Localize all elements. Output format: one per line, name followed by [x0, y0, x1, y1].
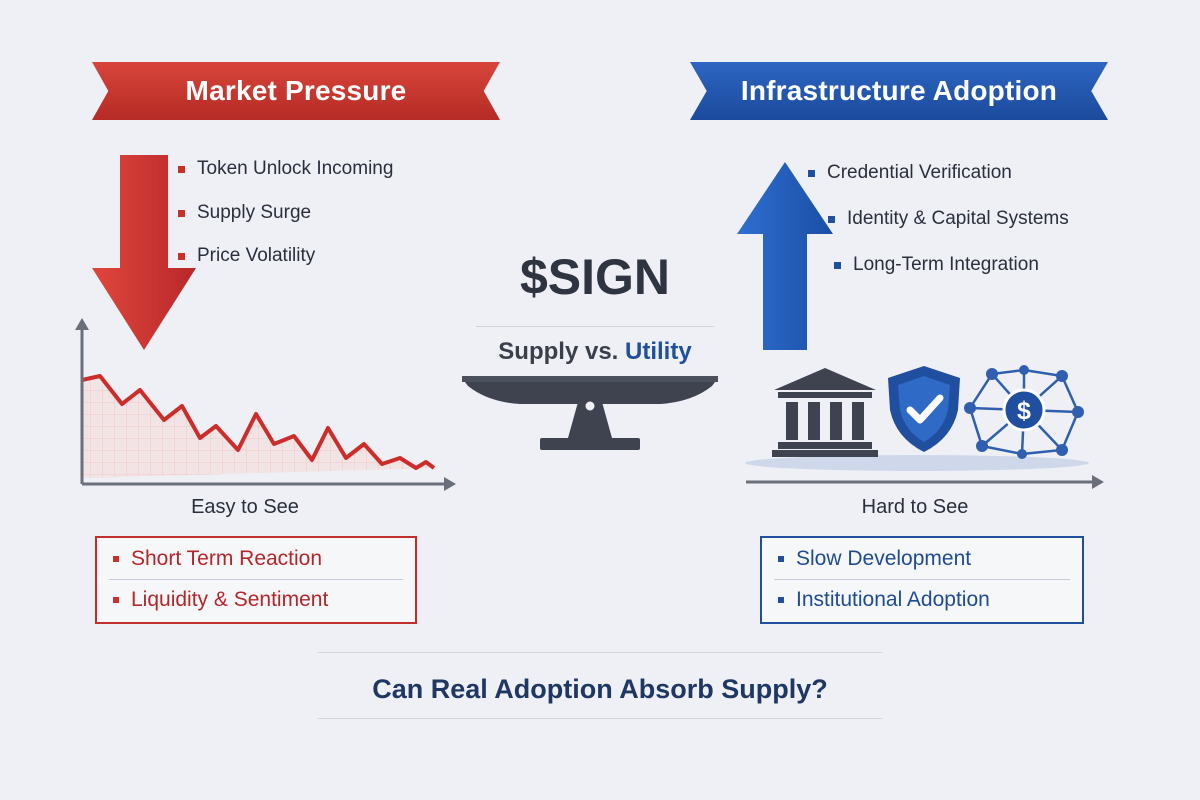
infrastructure-adoption-banner: Infrastructure Adoption [690, 62, 1108, 120]
svg-text:$: $ [1017, 397, 1031, 425]
divider [318, 652, 882, 653]
icon-platform-shadow [745, 455, 1089, 471]
dollar-network-icon: $ [964, 365, 1084, 459]
long-term-effects-box: Slow Development Institutional Adoption [760, 536, 1084, 624]
central-question: Can Real Adoption Absorb Supply? [372, 674, 828, 704]
market-pressure-banner: Market Pressure [92, 62, 500, 120]
up-arrow-icon [737, 162, 833, 350]
bullet-square-icon [178, 165, 185, 173]
bullet-square-icon [113, 597, 119, 603]
list-item: Slow Development [778, 547, 971, 571]
list-item: Supply Surge [178, 202, 311, 224]
bullet-square-icon [834, 261, 841, 269]
adoption-axis [746, 475, 1104, 489]
down-arrow-icon [92, 155, 196, 350]
hard-to-see-caption: Hard to See [861, 496, 969, 518]
bullet-square-icon [778, 597, 784, 603]
balance-scale-icon [462, 376, 718, 450]
infrastructure-adoption-title: Infrastructure Adoption [740, 75, 1058, 106]
bullet-square-icon [778, 556, 784, 562]
list-item: Token Unlock Incoming [178, 158, 393, 180]
list-item: Institutional Adoption [778, 588, 990, 612]
list-item: Identity & Capital Systems [828, 208, 1069, 230]
bullet-square-icon [178, 252, 185, 260]
list-item: Credential Verification [808, 162, 1012, 184]
bank-building-icon [772, 368, 878, 457]
supply-vs-utility-subtitle: Supply vs. Utility [498, 338, 692, 365]
list-item: Price Volatility [178, 245, 315, 267]
divider [318, 718, 882, 719]
bullet-square-icon [178, 209, 185, 217]
divider [774, 579, 1070, 580]
list-item: Liquidity & Sentiment [113, 588, 328, 612]
list-item: Long-Term Integration [834, 254, 1039, 276]
price-decline-chart [75, 318, 456, 491]
easy-to-see-caption: Easy to See [191, 496, 299, 518]
divider [476, 326, 714, 327]
shield-check-icon [888, 366, 960, 452]
short-term-effects-box: Short Term Reaction Liquidity & Sentimen… [95, 536, 417, 624]
market-pressure-title: Market Pressure [185, 75, 407, 106]
token-title: $SIGN [519, 249, 671, 305]
bullet-square-icon [828, 215, 835, 223]
bullet-square-icon [113, 556, 119, 562]
list-item: Short Term Reaction [113, 547, 322, 571]
divider [109, 579, 403, 580]
bullet-square-icon [808, 169, 815, 177]
